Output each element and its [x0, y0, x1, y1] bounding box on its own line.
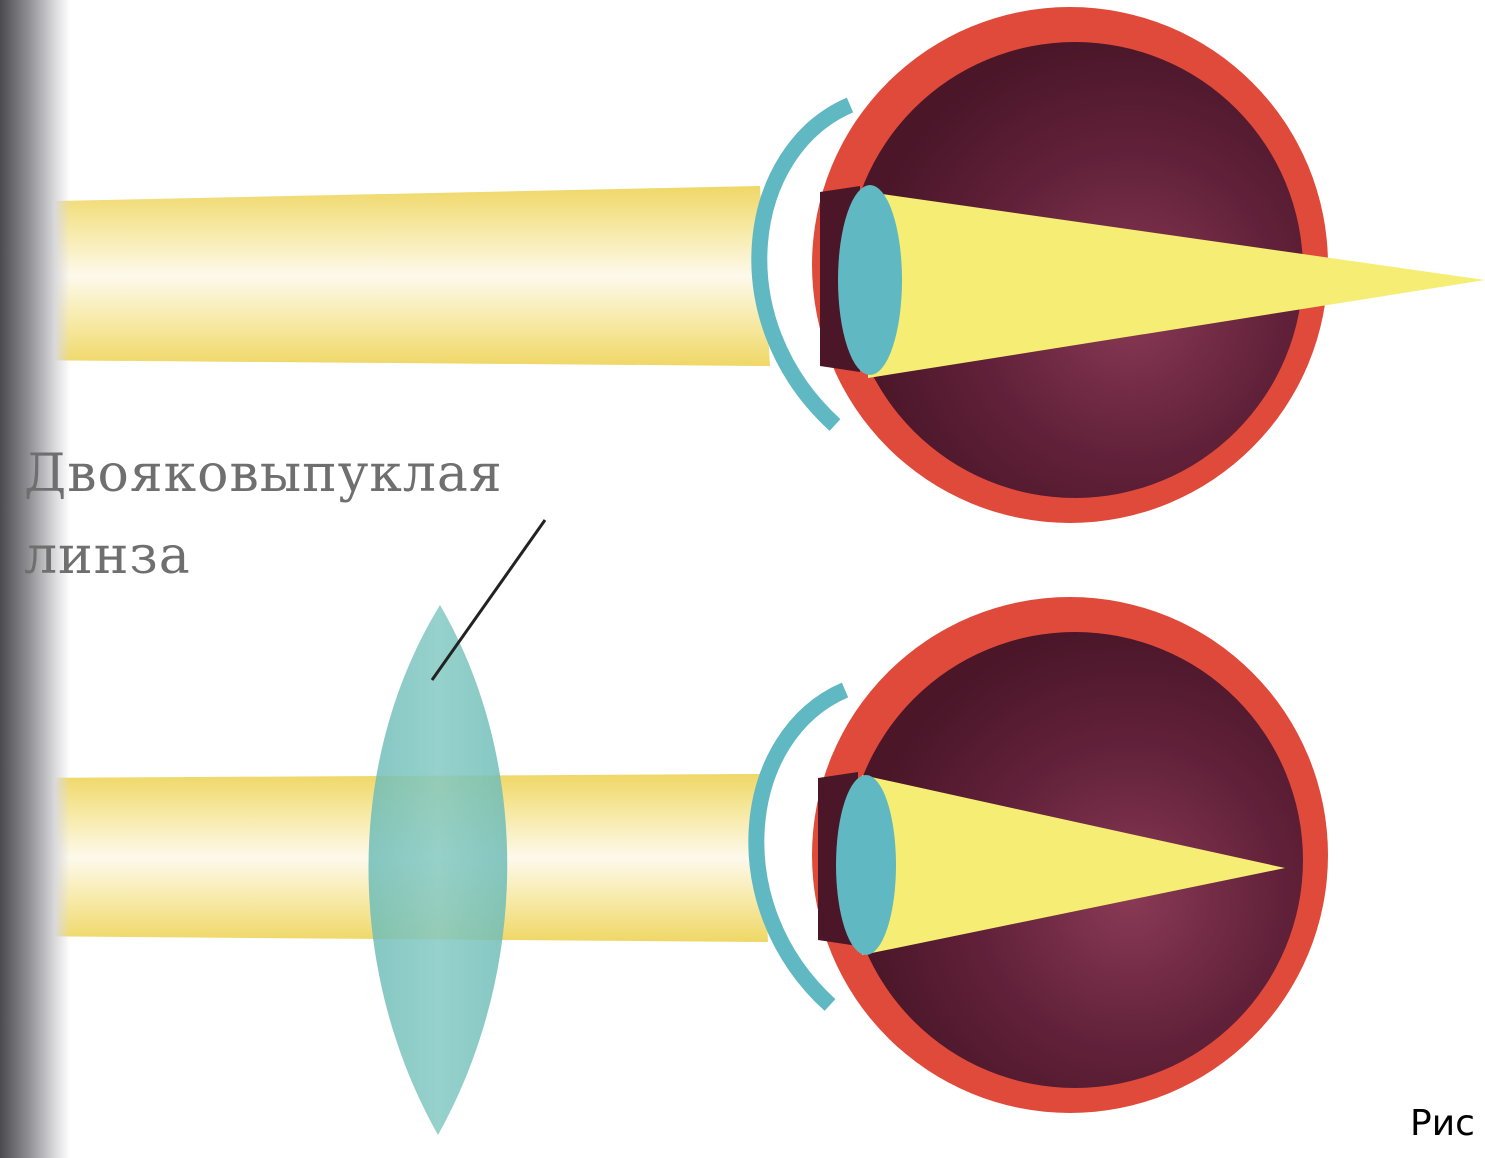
lens-label-line2: линза — [24, 530, 191, 582]
bottom-eye-group — [8, 597, 1328, 1135]
top-crystalline-lens — [838, 185, 902, 375]
top-light-beam — [8, 186, 770, 366]
label-leader-line — [432, 520, 545, 680]
bottom-crystalline-lens — [836, 775, 896, 955]
figure-caption: Рис — [1410, 1106, 1475, 1142]
corrective-biconvex-lens — [368, 605, 507, 1135]
lens-label-line1: Двояковыпуклая — [24, 448, 503, 500]
